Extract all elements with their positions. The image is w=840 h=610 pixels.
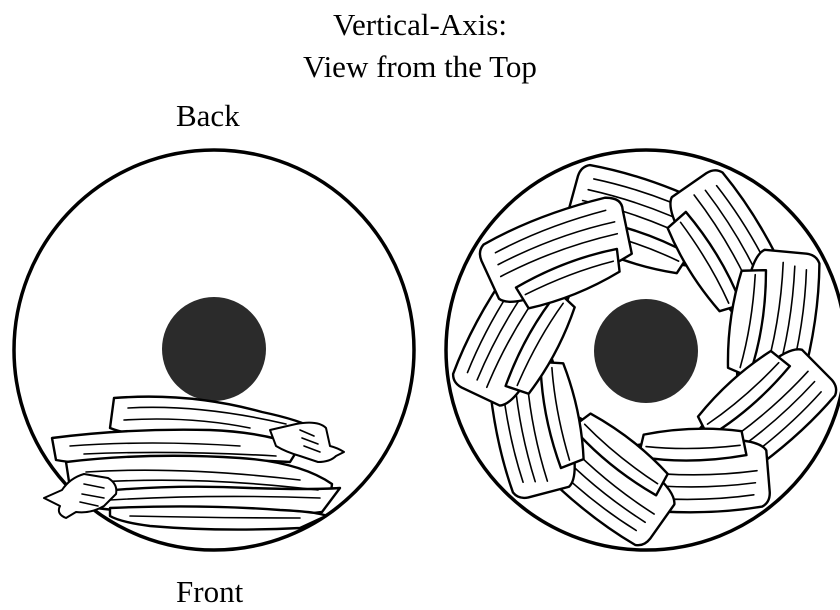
left-drum-core <box>162 297 266 401</box>
right-drum-core <box>594 299 698 403</box>
left-hand-drawing <box>44 474 116 518</box>
left-drum-laundry <box>44 397 344 530</box>
right-drum <box>446 150 840 553</box>
left-drum <box>14 150 414 550</box>
laundry-strip <box>638 427 747 462</box>
